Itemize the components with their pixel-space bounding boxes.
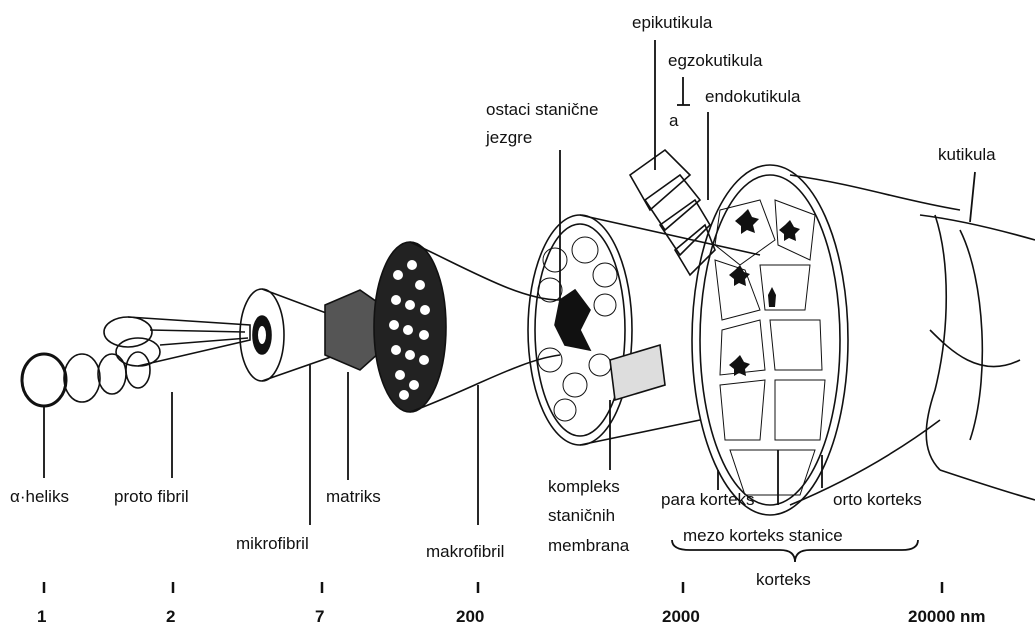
label-mikrofibril: mikrofibril — [236, 534, 309, 553]
label-mezo-korteks: mezo korteks stanice — [683, 526, 843, 545]
label-kompleks-line1: kompleks — [548, 477, 620, 496]
label-kompleks-line3: membrana — [548, 536, 630, 555]
label-makrofibril: makrofibril — [426, 542, 504, 561]
cell-drawing — [528, 215, 760, 445]
label-korteks: korteks — [756, 570, 811, 589]
scale-tick-label: 1 — [37, 607, 46, 626]
hair-shaft-drawing — [920, 215, 1035, 500]
protofibril-drawing — [104, 317, 250, 366]
size-scale: 1 2 7 200 2000 20000 nm — [37, 582, 986, 626]
scale-tick-label: 2 — [166, 607, 175, 626]
label-egzokutikula: egzokutikula — [668, 51, 763, 70]
label-endokutikula: endokutikula — [705, 87, 801, 106]
alpha-helix-drawing — [22, 352, 150, 406]
label-ostaci-line1: ostaci stanične — [486, 100, 598, 119]
label-orto-korteks: orto korteks — [833, 490, 922, 509]
scale-tick-label: 2000 — [662, 607, 700, 626]
scale-tick-label: 20000 nm — [908, 607, 986, 626]
macrofibril-drawing — [374, 242, 560, 412]
labels: α·heliks proto fibril mikrofibril matrik… — [10, 13, 996, 589]
cortex-drawing — [692, 165, 960, 515]
scale-tick-label: 200 — [456, 607, 484, 626]
label-proto-fibril: proto fibril — [114, 487, 189, 506]
label-para-korteks: para korteks — [661, 490, 755, 509]
label-matriks: matriks — [326, 487, 381, 506]
label-kompleks-line2: staničnih — [548, 506, 615, 525]
label-epikutikula: epikutikula — [632, 13, 713, 32]
label-alpha-heliks: α·heliks — [10, 487, 69, 506]
scale-tick-label: 7 — [315, 607, 324, 626]
label-kutikula: kutikula — [938, 145, 996, 164]
label-a-mark: a — [669, 111, 679, 130]
label-ostaci-line2: jezgre — [485, 128, 532, 147]
